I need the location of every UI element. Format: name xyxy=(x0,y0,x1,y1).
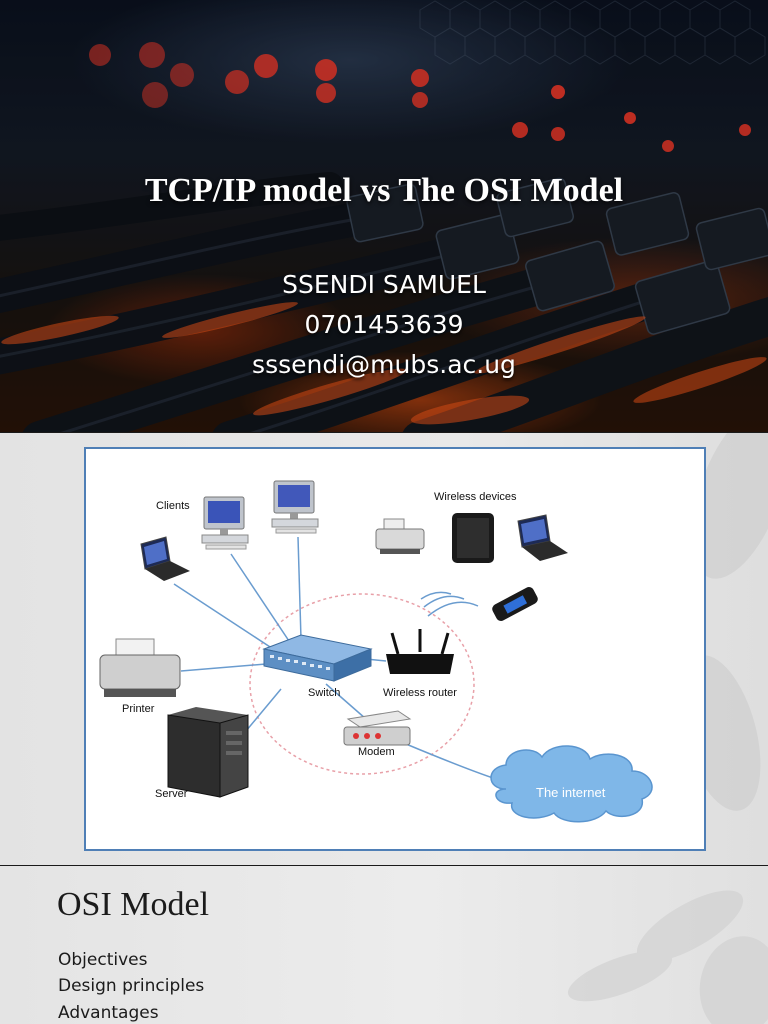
slide-heading: OSI Model xyxy=(57,886,210,923)
wireless-devices-label: Wireless devices xyxy=(434,491,517,503)
desktop-client-icon xyxy=(201,496,249,550)
osi-model-slide: OSI Model Objectives Design principles A… xyxy=(0,866,768,1024)
wireless-printer-icon xyxy=(375,518,425,554)
tablet-icon xyxy=(452,513,494,563)
server-label: Server xyxy=(155,788,188,800)
internet-cloud-icon xyxy=(490,745,653,823)
printer-icon xyxy=(99,638,181,697)
modem-icon xyxy=(343,710,412,746)
author-phone: 0701453639 xyxy=(304,310,464,339)
wireless-router-label: Wireless router xyxy=(383,687,457,699)
smartphone-icon xyxy=(492,587,538,621)
switch-label: Switch xyxy=(308,687,340,699)
author-name: SSENDI SAMUEL xyxy=(282,270,486,299)
wireless-router-icon xyxy=(386,629,454,674)
lan-diagram: Clients xyxy=(99,480,653,823)
bullet-design-principles: Design principles xyxy=(58,976,205,996)
modem-label: Modem xyxy=(358,746,395,758)
server-icon xyxy=(167,707,249,798)
title-slide: TCP/IP model vs The OSI Model SSENDI SAM… xyxy=(0,0,768,432)
network-diagram-slide: Clients xyxy=(0,433,768,865)
laptop-client-icon xyxy=(140,536,190,581)
wireless-laptop-icon xyxy=(517,514,568,561)
clients-label: Clients xyxy=(156,500,190,512)
internet-label: The internet xyxy=(536,785,606,800)
switch-icon xyxy=(262,634,373,682)
desktop-client-icon xyxy=(271,480,319,534)
network-diagram-frame: Clients xyxy=(84,447,706,851)
presentation-title: TCP/IP model vs The OSI Model xyxy=(144,172,624,209)
author-email: sssendi@mubs.ac.ug xyxy=(252,350,516,379)
network-boundary xyxy=(249,593,475,775)
bullet-advantages: Advantages xyxy=(58,1003,159,1023)
printer-label: Printer xyxy=(122,703,155,715)
bullet-objectives: Objectives xyxy=(58,950,148,970)
plant-shadow-decoration xyxy=(567,890,768,1024)
network-cables-background xyxy=(0,0,768,432)
wireless-waves xyxy=(420,591,479,617)
